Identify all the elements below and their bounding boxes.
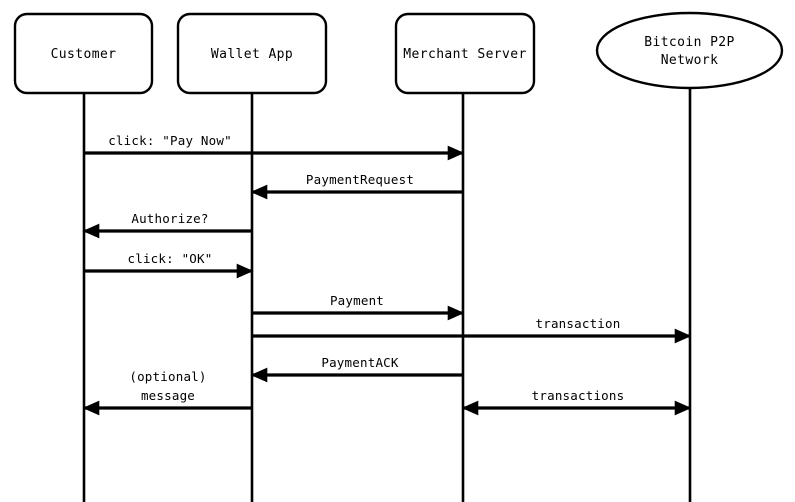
message-label-m6: transaction — [536, 316, 621, 331]
participant-label: Bitcoin P2P — [644, 35, 735, 50]
lifelines-group — [82, 88, 692, 502]
message-m9[interactable]: transactions — [461, 388, 692, 416]
participant-nodes-group: Customer Wallet App Merchant Server Bitcoin… — [13, 11, 784, 95]
message-m3[interactable]: Authorize? — [82, 211, 252, 239]
participant-shape-rect — [394, 12, 536, 95]
message-m2[interactable]: PaymentRequest — [250, 172, 463, 200]
participant-merchant[interactable]: Merchant Server — [394, 12, 536, 95]
message-label-m8: (optional) — [129, 369, 206, 384]
message-m5[interactable]: Payment — [252, 293, 465, 321]
message-label-m3: Authorize? — [131, 211, 208, 226]
message-label-m5: Payment — [330, 293, 384, 308]
participant-shape-rect — [13, 12, 154, 95]
message-m1[interactable]: click: "Pay Now" — [84, 133, 465, 161]
participant-shape-rect — [176, 12, 328, 95]
participant-shape-ellipse — [595, 11, 784, 90]
participant-label: Customer — [51, 47, 117, 62]
message-label-m8-line2: message — [141, 388, 195, 403]
messages-group: click: "Pay Now" PaymentRequestAuthorize?… — [82, 133, 692, 416]
message-label-m1: click: "Pay Now" — [108, 133, 232, 148]
message-m6[interactable]: transaction — [252, 316, 692, 344]
message-m7[interactable]: PaymentACK — [250, 355, 463, 383]
message-label-m4: click: "OK" — [128, 251, 213, 266]
message-m8[interactable]: (optional) message — [82, 369, 252, 416]
participant-wallet[interactable]: Wallet App — [176, 12, 328, 95]
participant-customer[interactable]: Customer — [13, 12, 154, 95]
participant-label-line2: Network — [661, 53, 719, 68]
participant-label: Merchant Server — [403, 47, 526, 62]
participant-network[interactable]: Bitcoin P2P Network — [595, 11, 784, 90]
message-m4[interactable]: click: "OK" — [84, 251, 254, 279]
message-label-m7: PaymentACK — [321, 355, 399, 370]
message-label-m2: PaymentRequest — [306, 172, 414, 187]
message-label-m9: transactions — [532, 388, 625, 403]
participant-label: Wallet App — [211, 47, 293, 62]
